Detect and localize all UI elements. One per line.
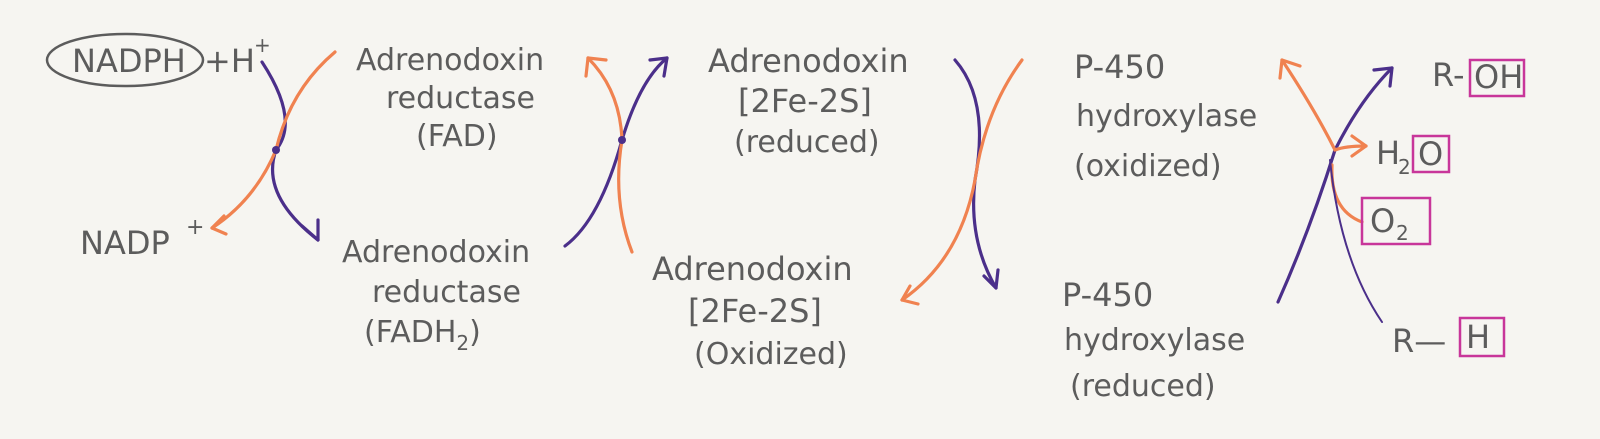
arrow-fadh2-oxidation <box>586 56 634 254</box>
ar-fadh2-close: ) <box>469 315 481 350</box>
ar-fadh2-line1: Adrenodoxin <box>342 235 530 270</box>
proton-charge: + <box>254 33 271 57</box>
p450-red-line1: P-450 <box>1062 276 1153 314</box>
p450-ox-line3: (oxidized) <box>1074 149 1222 184</box>
p450-oxidized-label: P-450 hydroxylase (oxidized) <box>1074 48 1257 184</box>
o2-o: O <box>1370 202 1395 240</box>
p450-reduced-label: P-450 hydroxylase (reduced) <box>1062 276 1245 404</box>
p450-ox-line1: P-450 <box>1074 48 1165 86</box>
arrowhead-purple-4 <box>1372 66 1394 88</box>
nadp-label: NADP <box>80 224 170 262</box>
adx-ox-line1: Adrenodoxin <box>652 250 853 288</box>
adx-red-line3: (reduced) <box>734 125 880 160</box>
adx-ox-line2: [2Fe-2S] <box>688 292 822 330</box>
h2o-sub: 2 <box>1398 155 1411 179</box>
h2o-o-box <box>1411 134 1451 174</box>
arrow-to-h2o <box>1333 144 1368 152</box>
o2-sub: 2 <box>1396 221 1409 245</box>
proton-label: +H <box>204 42 255 80</box>
water-product: H 2 O <box>1376 134 1451 179</box>
arrowhead-orange-2 <box>584 56 608 78</box>
adrenodoxin-reduced-label: Adrenodoxin [2Fe-2S] (reduced) <box>708 42 909 160</box>
rh-substrate: R— H <box>1392 316 1506 360</box>
p450-red-line3: (reduced) <box>1070 369 1216 404</box>
arrowhead-orange-4 <box>1278 58 1302 80</box>
rh-h: H <box>1466 318 1490 356</box>
arrowhead-orange-1 <box>210 214 228 236</box>
crossing-dot-2 <box>618 136 626 144</box>
roh-oh: OH <box>1474 58 1523 96</box>
crossing-dot-1 <box>272 146 280 154</box>
arrow-from-rh <box>1329 159 1383 323</box>
adrenodoxin-oxidized-label: Adrenodoxin [2Fe-2S] (Oxidized) <box>652 250 853 372</box>
adx-ox-line3: (Oxidized) <box>694 337 848 372</box>
rh-r: R— <box>1392 322 1446 360</box>
ar-fadh2-subscript: 2 <box>456 331 469 355</box>
ar-fad-line1: Adrenodoxin <box>356 43 544 78</box>
arrow-nadph-electron-transfer <box>260 60 320 242</box>
oxygen-substrate: O 2 <box>1360 196 1432 246</box>
arrowhead-purple-3 <box>982 268 1000 290</box>
nadph-label: NADPH <box>72 42 186 80</box>
rh-h-box <box>1458 316 1506 358</box>
ar-fad-line2: reductase <box>386 81 535 116</box>
ar-fadh2-line3: (FADH <box>364 315 456 350</box>
h2o-o: O <box>1418 135 1443 173</box>
arrow-p450-to-roh <box>1276 66 1394 304</box>
arrow-from-o2 <box>1330 163 1364 224</box>
adrenodoxin-reductase-fadh2-label: Adrenodoxin reductase (FADH2) <box>342 235 530 355</box>
arrow-adrenodoxin-oxidation <box>900 58 1024 302</box>
arrow-p450-oxidized <box>1280 58 1337 152</box>
arrowhead-purple-2 <box>648 56 669 78</box>
nadph-circle <box>45 32 205 88</box>
adrenodoxin-reductase-fad-label: Adrenodoxin reductase (FAD) <box>356 43 544 154</box>
arrow-adrenodoxin-reduction <box>563 56 669 248</box>
adx-red-line2: [2Fe-2S] <box>738 82 872 120</box>
p450-red-line2: hydroxylase <box>1064 323 1245 358</box>
arrowhead-orange-h2o <box>1350 134 1368 158</box>
h2o-h: H <box>1376 134 1400 172</box>
p450-ox-line2: hydroxylase <box>1076 99 1257 134</box>
ar-fadh2-line2: reductase <box>372 275 521 310</box>
arrowhead-orange-3 <box>900 284 920 306</box>
arrowhead-purple-1 <box>300 218 320 242</box>
roh-oh-box <box>1468 58 1526 98</box>
adx-red-line1: Adrenodoxin <box>708 42 909 80</box>
o2-box <box>1360 196 1432 246</box>
ar-fad-line3: (FAD) <box>416 119 498 154</box>
svg-text:(FADH2): (FADH2) <box>364 315 481 355</box>
nadp-charge: + <box>186 215 204 240</box>
roh-product: R- OH <box>1432 56 1526 98</box>
roh-r: R- <box>1432 56 1464 94</box>
